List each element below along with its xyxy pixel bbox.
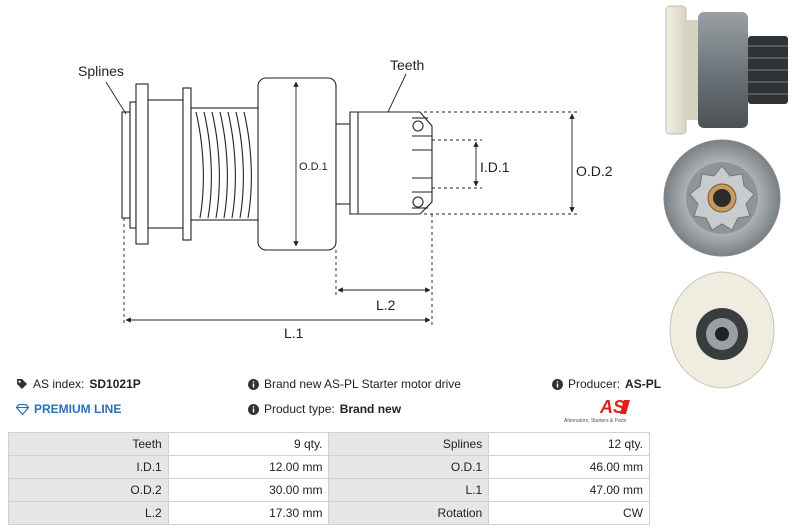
spec-label: Rotation (328, 501, 490, 525)
producer-value: AS-PL (625, 377, 662, 391)
spring-housing (190, 107, 260, 221)
spec-value: 47.00 mm (488, 478, 650, 502)
spec-value: 9 qty. (167, 432, 330, 456)
logo-tagline: Alternators, Starters & Parts (564, 418, 627, 424)
front-view-photo (663, 139, 781, 257)
side-view-photo (665, 5, 788, 135)
product-type-value: Brand new (339, 402, 402, 416)
spec-value: 12.00 mm (167, 455, 330, 479)
teeth-label: Teeth (390, 57, 424, 73)
product-photos (663, 5, 788, 389)
product-type: Product type: Brand new (248, 402, 401, 416)
splines-label: Splines (78, 63, 124, 79)
id1-label: I.D.1 (480, 159, 510, 175)
info-icon (552, 378, 563, 390)
info-icon (248, 378, 259, 390)
splines-flange (121, 111, 131, 219)
spec-label: Teeth (8, 432, 169, 456)
brand-text: Brand new AS-PL Starter motor drive (264, 377, 461, 391)
back-view-photo (669, 271, 775, 389)
as-pl-logo: AS Alternators, Starters & Parts (560, 396, 650, 424)
spec-label: I.D.1 (8, 455, 169, 479)
spec-value: CW (488, 501, 650, 525)
spec-label: Splines (328, 432, 490, 456)
technical-drawing: Splines Teeth O.D.1 I.D.1 O.D.2 L.2 L.1 (78, 57, 613, 341)
producer-prefix: Producer: (568, 377, 621, 391)
as-index: AS index: SD1021P (16, 377, 141, 391)
spec-value: 30.00 mm (167, 478, 330, 502)
brand-info: Brand new AS-PL Starter motor drive (248, 377, 461, 391)
spec-label: O.D.1 (328, 455, 490, 479)
spec-value: 17.30 mm (167, 501, 330, 525)
spec-label: L.1 (328, 478, 490, 502)
tag-icon (17, 379, 27, 389)
diamond-icon (16, 403, 29, 415)
l2-label: L.2 (376, 297, 396, 313)
producer: Producer: AS-PL (552, 377, 661, 391)
l1-label: L.1 (284, 325, 304, 341)
od2-label: O.D.2 (576, 163, 613, 179)
drive-flange (135, 83, 149, 245)
spec-value: 46.00 mm (488, 455, 650, 479)
spec-label: L.2 (8, 501, 169, 525)
spec-label: O.D.2 (8, 478, 169, 502)
logo-mark: AS (599, 397, 625, 417)
product-type-prefix: Product type: (264, 402, 335, 416)
info-icon (248, 403, 259, 415)
spec-value: 12 qty. (488, 432, 650, 456)
od1-label: O.D.1 (299, 161, 328, 173)
pinion (349, 111, 433, 215)
as-index-value: SD1021P (89, 377, 141, 391)
premium-line: PREMIUM LINE (16, 402, 121, 416)
premium-line-label: PREMIUM LINE (34, 402, 122, 416)
as-index-prefix: AS index: (33, 377, 85, 391)
